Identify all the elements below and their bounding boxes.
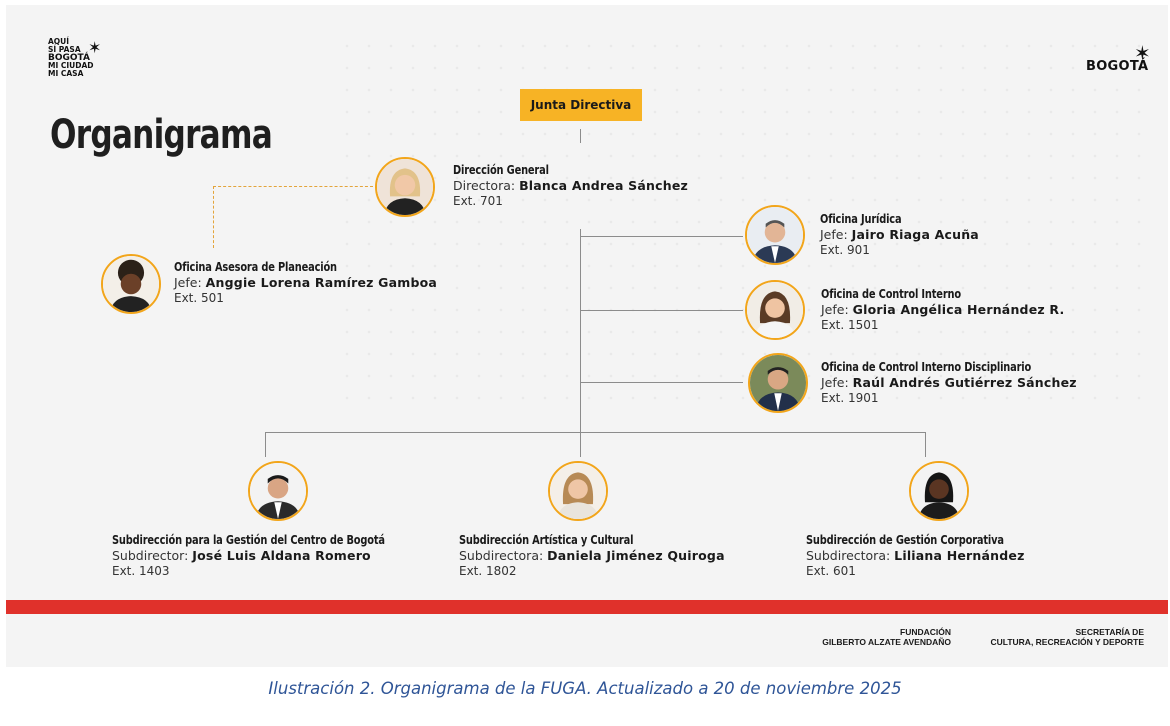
avatar-artistica (548, 461, 608, 521)
secretaria-logo: SECRETARÍA DE CULTURA, RECREACIÓN Y DEPO… (966, 627, 1145, 647)
connector-juridica (580, 236, 743, 237)
node-control: Oficina de Control Interno Jefe: Gloria … (821, 287, 1064, 332)
person-line: Subdirector: José Luis Aldana Romero (112, 548, 445, 563)
node-corporativa: Subdirección de Gestión Corporativa Subd… (806, 533, 1047, 578)
extension: Ext. 1403 (112, 564, 170, 578)
star-icon: ✶ (88, 40, 102, 57)
logo-line: MI CIUDAD (48, 61, 94, 70)
avatar-control (745, 280, 805, 340)
person-name: Blanca Andrea Sánchez (519, 178, 688, 193)
figure-caption: Ilustración 2. Organigrama de la FUGA. A… (268, 679, 902, 698)
person-name: Gloria Angélica Hernández R. (852, 302, 1065, 317)
logo-line: SÍ PASA (48, 45, 81, 54)
extension: Ext. 701 (453, 194, 503, 208)
connector-junta (580, 129, 581, 143)
connector-artistica (580, 432, 581, 457)
fundacion-logo: FUNDACIÓN GILBERTO ALZATE AVENDAÑO (796, 627, 951, 647)
avatar-disciplinario (748, 353, 808, 413)
fundacion-line: FUNDACIÓN (900, 627, 951, 637)
role-label: Subdirector: (112, 548, 189, 563)
unit-name: Subdirección de Gestión Corporativa (806, 533, 1004, 547)
connector-centro (265, 432, 266, 457)
dashed-connector-planeacion (213, 186, 214, 248)
person-line: Jefe: Gloria Angélica Hernández R. (821, 302, 1064, 317)
avatar-direccion (375, 157, 435, 217)
extension: Ext. 901 (820, 243, 870, 257)
fundacion-line: GILBERTO ALZATE AVENDAÑO (822, 637, 951, 647)
person-name: Daniela Jiménez Quiroga (547, 548, 725, 563)
node-direccion: Dirección General Directora: Blanca Andr… (453, 163, 688, 208)
person-line: Subdirectora: Daniela Jiménez Quiroga (459, 548, 725, 563)
node-juridica: Oficina Jurídica Jefe: Jairo Riaga Acuña… (820, 212, 979, 257)
avatar-planeacion (101, 254, 161, 314)
unit-name: Subdirección Artística y Cultural (459, 533, 634, 547)
unit-name: Oficina de Control Interno (821, 287, 961, 301)
role-label: Subdirectora: (806, 548, 891, 563)
connector-disciplinario (580, 382, 743, 383)
role-label: Directora: (453, 178, 516, 193)
person-name: Anggie Lorena Ramírez Gamboa (205, 275, 438, 290)
secretaria-line: CULTURA, RECREACIÓN Y DEPORTE (990, 637, 1145, 647)
unit-name: Oficina Asesora de Planeación (174, 260, 337, 274)
node-disciplinario: Oficina de Control Interno Disciplinario… (821, 360, 1077, 405)
person-name: Jairo Riaga Acuña (851, 227, 979, 242)
unit-name: Oficina Jurídica (820, 212, 902, 226)
person-name: Raúl Andrés Gutiérrez Sánchez (852, 375, 1077, 390)
connector-subdirecciones (265, 432, 926, 433)
extension: Ext. 1501 (821, 318, 879, 332)
unit-name: Oficina de Control Interno Disciplinario (821, 360, 1032, 374)
person-line: Jefe: Anggie Lorena Ramírez Gamboa (174, 275, 437, 290)
role-label: Jefe: (174, 275, 202, 290)
red-footer-bar (6, 600, 1168, 614)
role-label: Subdirectora: (459, 548, 544, 563)
role-label: Jefe: (821, 302, 849, 317)
connector-trunk (580, 229, 581, 445)
bogota-logo: BOGOTÁ (1086, 59, 1149, 74)
extension: Ext. 601 (806, 564, 856, 578)
logo-line: AQUÍ (48, 37, 70, 46)
dashed-connector-planeacion (213, 186, 373, 187)
avatar-corporativa (909, 461, 969, 521)
person-line: Subdirectora: Liliana Hernández (806, 548, 1047, 563)
person-line: Jefe: Raúl Andrés Gutiérrez Sánchez (821, 375, 1077, 390)
person-line: Jefe: Jairo Riaga Acuña (820, 227, 979, 242)
secretaria-line: SECRETARÍA DE (1075, 627, 1144, 637)
node-artistica: Subdirección Artística y Cultural Subdir… (459, 533, 725, 578)
logo-line: MI CASA (48, 69, 84, 78)
extension: Ext. 501 (174, 291, 224, 305)
extension: Ext. 1802 (459, 564, 517, 578)
star-icon: ✶ (1134, 43, 1151, 65)
person-name: José Luis Aldana Romero (192, 548, 371, 563)
logo-line: BOGOTÁ (48, 53, 90, 63)
node-centro: Subdirección para la Gestión del Centro … (112, 533, 445, 578)
aqui-si-pasa-logo: AQUÍ SÍ PASA BOGOTÁ MI CIUDAD MI CASA (48, 38, 94, 78)
extension: Ext. 1901 (821, 391, 879, 405)
role-label: Jefe: (820, 227, 848, 242)
unit-name: Dirección General (453, 163, 549, 177)
junta-directiva-box: Junta Directiva (520, 89, 642, 121)
person-name: Liliana Hernández (894, 548, 1025, 563)
org-chart-slide: AQUÍ SÍ PASA BOGOTÁ MI CIUDAD MI CASA ✶ … (6, 5, 1168, 667)
connector-control (580, 310, 743, 311)
avatar-juridica (745, 205, 805, 265)
connector-corporativa (925, 432, 926, 457)
avatar-centro (248, 461, 308, 521)
person-line: Directora: Blanca Andrea Sánchez (453, 178, 688, 193)
node-planeacion: Oficina Asesora de Planeación Jefe: Angg… (174, 260, 437, 305)
role-label: Jefe: (821, 375, 849, 390)
unit-name: Subdirección para la Gestión del Centro … (112, 533, 385, 547)
page-title: Organigrama (50, 112, 273, 158)
